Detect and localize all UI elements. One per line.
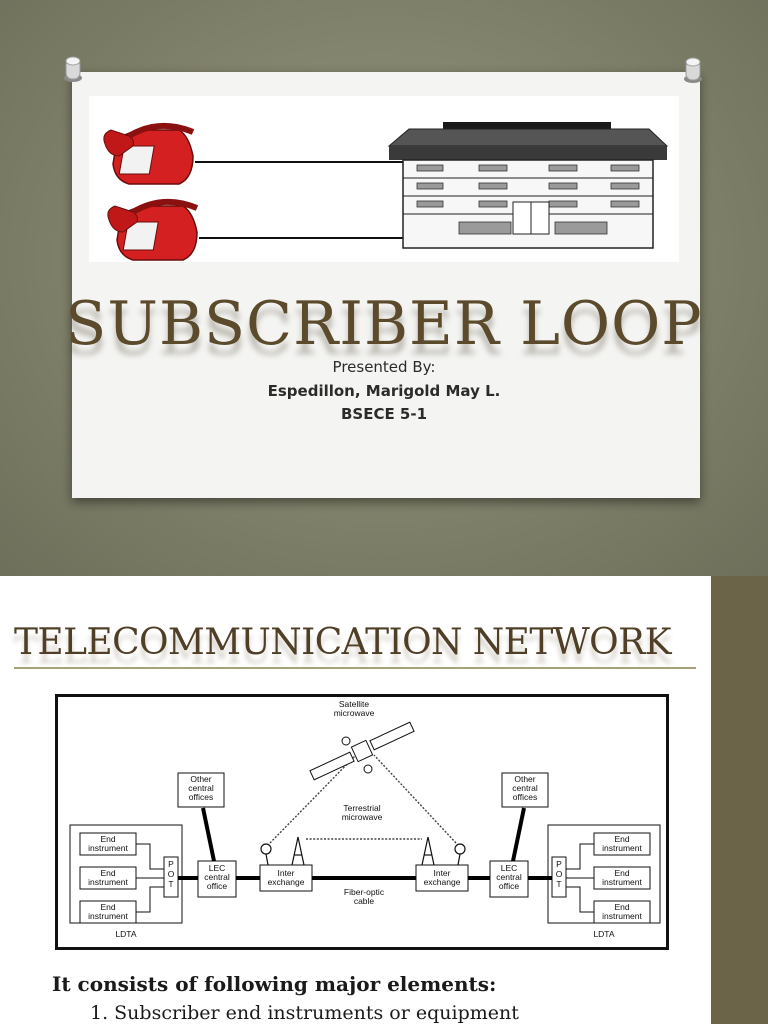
ldta-frame-right (547, 824, 661, 924)
slide-side-bar (711, 576, 768, 1024)
network-slide: TELECOMMUNICATION NETWORK (0, 576, 768, 1024)
title-underline (14, 667, 696, 669)
ldta-frame-left (69, 824, 183, 924)
pushpin-icon (64, 56, 82, 82)
presented-by-label: Presented By: (332, 358, 436, 376)
telephone-icon (107, 198, 199, 261)
slide-title: TELECOMMUNICATION NETWORK (14, 622, 671, 663)
title-slide: SUBSCRIBER LOOP Presented By: Espedillon… (0, 0, 768, 576)
satellite-icon (309, 721, 415, 781)
telephone-icon (103, 122, 195, 185)
list-item: 1. Subscriber end instruments or equipme… (90, 1002, 519, 1024)
central-office-building-icon (387, 122, 669, 249)
author-name: Espedillon, Marigold May L. (267, 382, 501, 400)
pushpin-icon (684, 57, 702, 83)
section-label: BSECE 5-1 (340, 405, 428, 423)
slide-title: SUBSCRIBER LOOP (65, 289, 703, 359)
lead-text: It consists of following major elements: (52, 972, 497, 996)
ldta-label: LDTA (115, 929, 136, 939)
subscriber-loop-illustration (89, 96, 679, 262)
ldta-label: LDTA (593, 929, 614, 939)
